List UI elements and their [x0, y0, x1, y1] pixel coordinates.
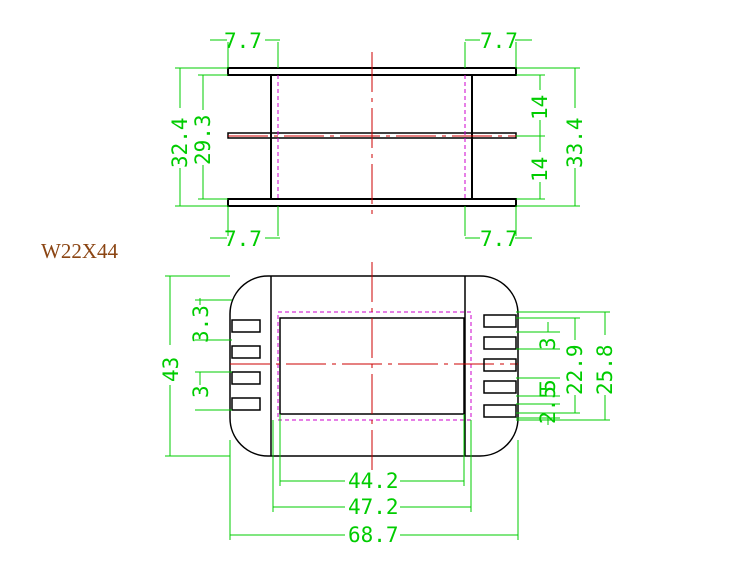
dim-label: 14 [528, 95, 552, 120]
dim-label: 3 [536, 337, 560, 350]
dim-25-8: 25.8 [516, 311, 617, 421]
part-title: W22X44 [41, 239, 118, 263]
dim-14-lower: 14 [516, 136, 552, 200]
pin-slot [483, 358, 517, 372]
dim-label: 32.4 [168, 117, 192, 168]
dim-47-2: 47.2 [272, 420, 472, 519]
dim-3-left: 3 [189, 371, 232, 411]
dim-label: 47.2 [348, 495, 399, 519]
dim-label: 7.7 [224, 227, 262, 251]
dim-label: 43 [159, 357, 183, 382]
pin-slot [231, 319, 261, 333]
dim-label: 44.2 [348, 469, 399, 493]
dim-label: 14 [528, 157, 552, 182]
dim-14-upper: 14 [516, 74, 552, 137]
pin-slot [231, 371, 261, 385]
dim-label: 5 [536, 379, 560, 392]
dim-label: 33.4 [563, 117, 587, 168]
right-pin-slots [483, 314, 517, 418]
dim-bottom-left: 7.7 [210, 206, 280, 251]
dim-label: 22.9 [563, 344, 587, 395]
dim-top-right: 7.7 [464, 29, 532, 68]
dim-label: 3 [189, 385, 213, 398]
dim-label: 7.7 [480, 227, 518, 251]
outer-outline [229, 275, 519, 457]
dim-44-2: 44.2 [279, 414, 465, 493]
dim-top-left: 7.7 [210, 29, 280, 68]
dim-3-right: 3 [516, 322, 560, 350]
dim-32-4: 32.4 [168, 67, 228, 207]
dim-68-7: 68.7 [229, 440, 519, 547]
dim-33-4: 33.4 [516, 67, 587, 207]
bottom-view: 43 3.3 3 3 5 2.5 [159, 262, 617, 547]
pin-slot [483, 336, 517, 350]
dim-22-9: 22.9 [516, 317, 587, 414]
pin-slot [231, 345, 261, 359]
dim-label: 3.3 [189, 305, 213, 343]
dim-2-5: 2.5 [516, 386, 560, 425]
dim-3-3: 3.3 [189, 298, 232, 343]
pin-slot [231, 397, 261, 411]
dim-29-3: 29.3 [191, 74, 228, 200]
dim-5: 5 [516, 377, 560, 397]
dim-label: 2.5 [536, 386, 560, 424]
pin-slot [483, 404, 517, 418]
dim-label: 68.7 [348, 523, 399, 547]
pin-slot [483, 380, 517, 394]
dim-label: 25.8 [593, 344, 617, 395]
pin-slot [483, 314, 517, 328]
dim-bottom-right: 7.7 [464, 206, 532, 251]
top-view: 7.7 7.7 7.7 7.7 32.4 29.3 [168, 29, 587, 251]
left-pin-slots [231, 319, 261, 411]
dim-label: 7.7 [480, 29, 518, 53]
dim-label: 7.7 [224, 29, 262, 53]
hidden-window [277, 311, 472, 421]
dim-43: 43 [159, 275, 230, 457]
dim-label: 29.3 [191, 114, 215, 165]
